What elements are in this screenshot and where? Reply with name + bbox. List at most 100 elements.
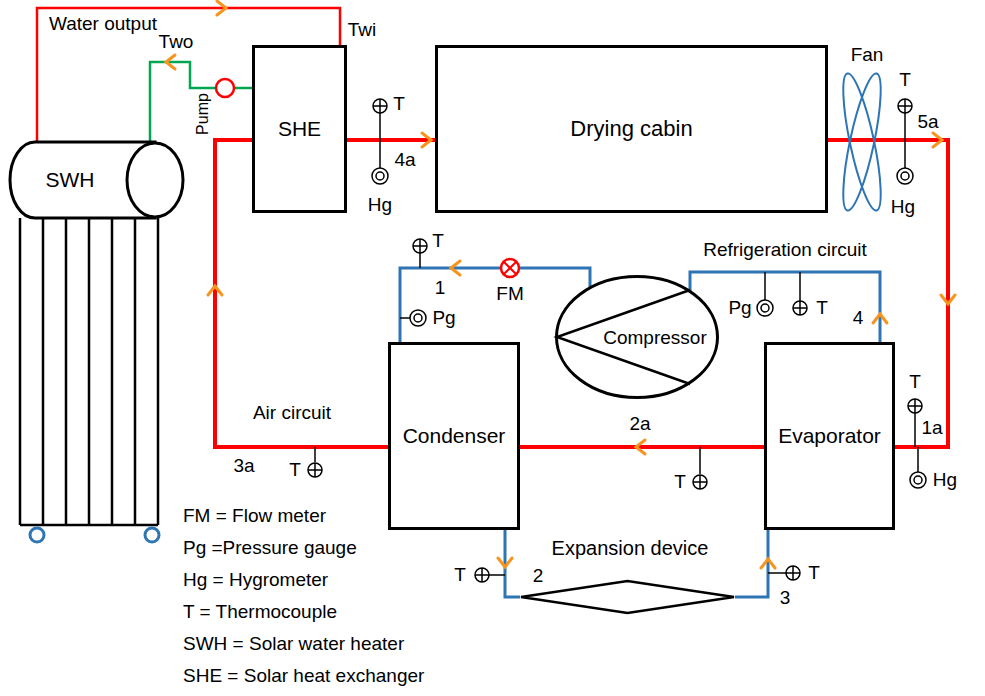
annotation-label: T	[432, 231, 444, 252]
thermocouple-ring	[308, 463, 322, 477]
annotation-label: T	[289, 460, 301, 481]
thermocouple-symbol	[908, 399, 922, 413]
fan-blade	[836, 71, 889, 213]
annotation-label: Pg	[728, 298, 751, 319]
collector-tube	[65, 218, 68, 525]
annotation-label: 3a	[233, 456, 254, 477]
gauge-ring	[897, 168, 913, 184]
solar-water-heater: SWH	[10, 142, 185, 218]
evaporator-box: Evaporator	[764, 342, 895, 530]
node-label: SHE	[278, 117, 321, 141]
node-label: Drying cabin	[570, 116, 692, 141]
annotation-label: 4a	[394, 150, 415, 171]
solar-collector	[20, 218, 158, 525]
annotation-label: T	[909, 372, 921, 393]
heat-exchanger-box: SHE	[252, 45, 347, 213]
flow-meter-symbol	[501, 259, 519, 277]
fan	[836, 71, 889, 213]
collector-frame	[20, 524, 158, 527]
gauge-ring	[757, 300, 773, 316]
annotation-label: 5a	[917, 112, 938, 133]
flow-meter-cross	[504, 262, 516, 274]
sensor-stem	[917, 447, 919, 472]
thermocouple-cross	[908, 399, 922, 413]
gauge-ring	[372, 168, 388, 184]
compressor-outline	[557, 277, 718, 398]
flow-arrowhead	[451, 261, 460, 275]
flow-arrowhead	[941, 295, 955, 304]
thermocouple-ring	[413, 239, 427, 253]
solar-water-heater-outline	[10, 142, 185, 218]
annotation-label: 1	[435, 278, 446, 299]
sensor-stem	[400, 317, 410, 319]
thermocouple-symbol	[786, 566, 800, 580]
hygrometer-symbol	[897, 168, 913, 184]
thermocouple-symbol	[308, 463, 322, 477]
annotation-label: T	[393, 94, 405, 115]
node-label: Evaporator	[778, 424, 881, 448]
sensor-stem	[914, 413, 916, 447]
legend-entry: Hg = Hygrometer	[183, 569, 328, 591]
annotation-label: Fan	[851, 45, 884, 66]
node-label: Compressor	[603, 327, 706, 349]
sensor-stem	[764, 272, 766, 300]
flow-meter-ring	[501, 259, 519, 277]
sensor-stem	[379, 140, 381, 168]
annotation-label: FM	[496, 284, 523, 305]
flow-arrowhead	[873, 314, 887, 323]
annotation-label: 2	[533, 566, 544, 587]
sensor-stem	[904, 140, 906, 168]
annotation-label: 4	[853, 308, 864, 329]
annotation-label: Air circuit	[253, 403, 331, 424]
thermocouple-ring	[898, 99, 912, 113]
legend-entry: FM = Flow meter	[183, 505, 326, 527]
thermocouple-cross	[373, 99, 387, 113]
annotation-label: 3	[780, 588, 791, 609]
wheel	[145, 528, 159, 542]
thermocouple-symbol	[475, 568, 489, 582]
sensor-stem	[699, 447, 701, 474]
pressure-gauge-symbol	[410, 310, 426, 326]
node-label: SWH	[46, 168, 95, 192]
gauge-core	[376, 172, 384, 180]
annotation-label: 2a	[629, 414, 650, 435]
thermocouple-ring	[793, 301, 807, 315]
hygrometer-symbol	[372, 168, 388, 184]
annotation-label: T	[674, 472, 686, 493]
hygrometer-symbol	[910, 472, 926, 488]
legend-text: T = Thermocouple	[183, 601, 337, 622]
annotation-label: T	[899, 70, 911, 91]
annotation-label: Hg	[933, 470, 957, 491]
gauge-core	[901, 172, 909, 180]
thermocouple-symbol	[373, 99, 387, 113]
tank-end	[127, 143, 183, 217]
sensor-stem	[314, 447, 316, 462]
collector-tube	[111, 218, 114, 525]
fan-blade	[836, 71, 889, 213]
gauge-core	[914, 476, 922, 484]
sensor-stem	[379, 113, 381, 140]
flow-arrowhead	[166, 55, 175, 69]
annotation-label: Pg	[432, 308, 455, 329]
annotation-label: T	[816, 298, 828, 319]
annotation-label: Hg	[368, 195, 392, 216]
thermocouple-cross	[693, 475, 707, 489]
flow-arrowhead	[498, 558, 512, 567]
expansion-device-outline	[520, 580, 735, 614]
legend-text: FM = Flow meter	[183, 505, 326, 526]
flow-arrowhead	[422, 133, 431, 147]
sensor-stem	[768, 572, 786, 574]
sensor-stem	[489, 574, 505, 576]
annotation-label: T	[808, 563, 820, 584]
drying-cabin-box: Drying cabin	[435, 45, 828, 213]
flow-arrowhead	[761, 559, 775, 568]
flow-arrowhead	[208, 286, 222, 295]
node-label: Condenser	[403, 424, 506, 448]
annotation-label: Twi	[348, 20, 377, 41]
thermocouple-symbol	[413, 239, 427, 253]
annotation-label: Hg	[891, 197, 915, 218]
annotation-label: T	[454, 565, 466, 586]
thermocouple-symbol	[793, 301, 807, 315]
legend-text: SWH = Solar water heater	[183, 633, 404, 654]
flow-arrowhead	[217, 1, 226, 15]
